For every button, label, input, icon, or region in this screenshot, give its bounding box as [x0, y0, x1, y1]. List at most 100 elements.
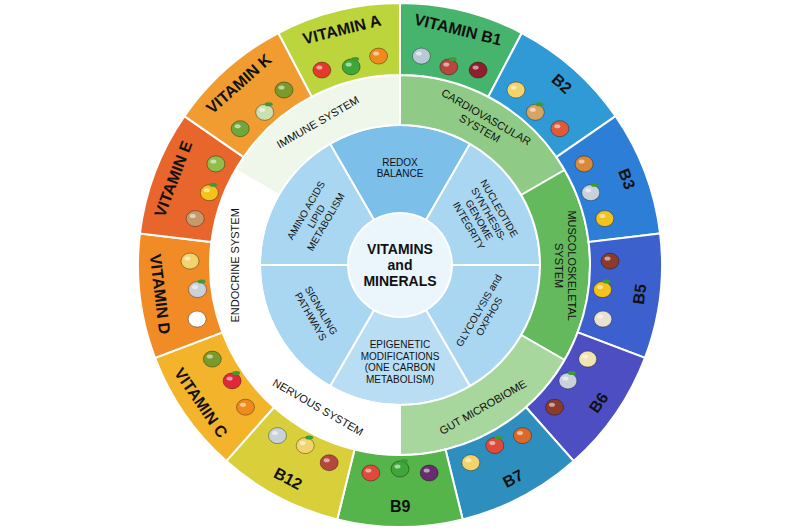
food-shine: [579, 159, 585, 163]
food-icon: [186, 211, 204, 227]
segment-wedge: [426, 265, 540, 386]
food-icon: [582, 185, 600, 201]
food-leaf: [305, 436, 313, 440]
food-leaf: [265, 102, 273, 106]
food-shine: [554, 124, 560, 128]
food-leaf: [449, 57, 457, 61]
food-shine: [443, 62, 449, 66]
vitamin-label: B3: [614, 167, 638, 193]
food-shine: [599, 214, 605, 218]
food-icon: [362, 465, 380, 481]
segment-wedge: [138, 233, 222, 357]
segment-wedge: [330, 310, 470, 405]
segment-wedge: [521, 170, 590, 360]
vitamin-label: VITAMIN C: [170, 364, 231, 441]
vitamin-label: B6: [586, 389, 613, 416]
food-leaf: [535, 102, 543, 106]
center-title: VITAMINS and MINERALS: [354, 241, 446, 289]
label-holder: SIGNALING PATHWAYS: [285, 271, 347, 355]
food-icon: [559, 373, 577, 389]
vitamin-label: B5: [630, 283, 651, 306]
food-icon: [320, 455, 338, 471]
food-icon: [391, 461, 409, 477]
vitamin-label: B9: [390, 498, 410, 516]
label-holder: EPIGENETIC MODIFICATIONS (ONE CARBON MET…: [358, 339, 442, 385]
process-label: SIGNALING PATHWAYS: [285, 271, 347, 355]
food-icon: [181, 253, 199, 269]
label-holder: B7: [499, 467, 526, 493]
food-leaf: [568, 371, 576, 375]
food-leaf: [400, 459, 408, 463]
vitamin-label: B12: [270, 465, 305, 495]
system-label: GUT MICROBIOME: [426, 371, 540, 444]
label-holder: B5: [630, 283, 651, 306]
food-icon: [223, 373, 241, 389]
label-holder: VITAMIN B1: [412, 11, 503, 50]
label-holder: B2: [547, 70, 575, 97]
process-label: NUCLEOTIDE SYNTHESIS- GENOME INTEGRITY: [443, 169, 525, 265]
food-leaf: [209, 183, 217, 187]
system-label: MUSCOLOSKELETAL SYSTEM: [552, 203, 577, 327]
food-icon: [601, 253, 619, 269]
food-shine: [473, 66, 479, 70]
segment-wedge: [337, 449, 462, 527]
food-icon: [237, 399, 255, 415]
label-holder: GLYCOLYSIS and OXPHOS: [453, 271, 515, 355]
food-icon: [594, 282, 612, 298]
food-shine: [395, 465, 401, 469]
food-icon: [575, 156, 593, 172]
segment-wedge: [155, 332, 274, 461]
system-label: IMMUNE SYSTEM: [261, 85, 375, 158]
food-leaf: [198, 280, 206, 284]
food-leaf: [351, 57, 359, 61]
segment-wedge: [210, 170, 279, 360]
vitamin-label: VITAMIN D: [146, 253, 174, 335]
segment-wedge: [260, 144, 374, 265]
food-icon: [526, 104, 544, 120]
food-icon: [231, 121, 249, 137]
process-label: EPIGENETIC MODIFICATIONS (ONE CARBON MET…: [358, 339, 442, 385]
food-shine: [324, 458, 330, 462]
food-shine: [210, 159, 216, 163]
label-holder: REDOX BALANCE: [358, 157, 442, 180]
label-holder: MUSCOLOSKELETAL SYSTEM: [552, 203, 577, 327]
label-holder: ENDOCRINE SYSTEM: [229, 203, 242, 327]
food-shine: [511, 86, 517, 90]
food-shine: [562, 376, 568, 380]
food-shine: [207, 355, 213, 359]
food-icon: [596, 211, 614, 227]
food-shine: [549, 403, 555, 407]
food-icon: [546, 399, 564, 415]
food-shine: [192, 315, 198, 319]
food-shine: [530, 108, 536, 112]
label-holder: B9: [390, 498, 410, 516]
food-icon: [296, 438, 314, 454]
vitamin-label: VITAMIN B1: [412, 11, 503, 50]
food-shine: [582, 355, 588, 359]
food-shine: [424, 469, 430, 473]
food-icon: [551, 121, 569, 137]
process-label: AMINO ACIDS LIPID METABOLISM: [280, 171, 352, 261]
